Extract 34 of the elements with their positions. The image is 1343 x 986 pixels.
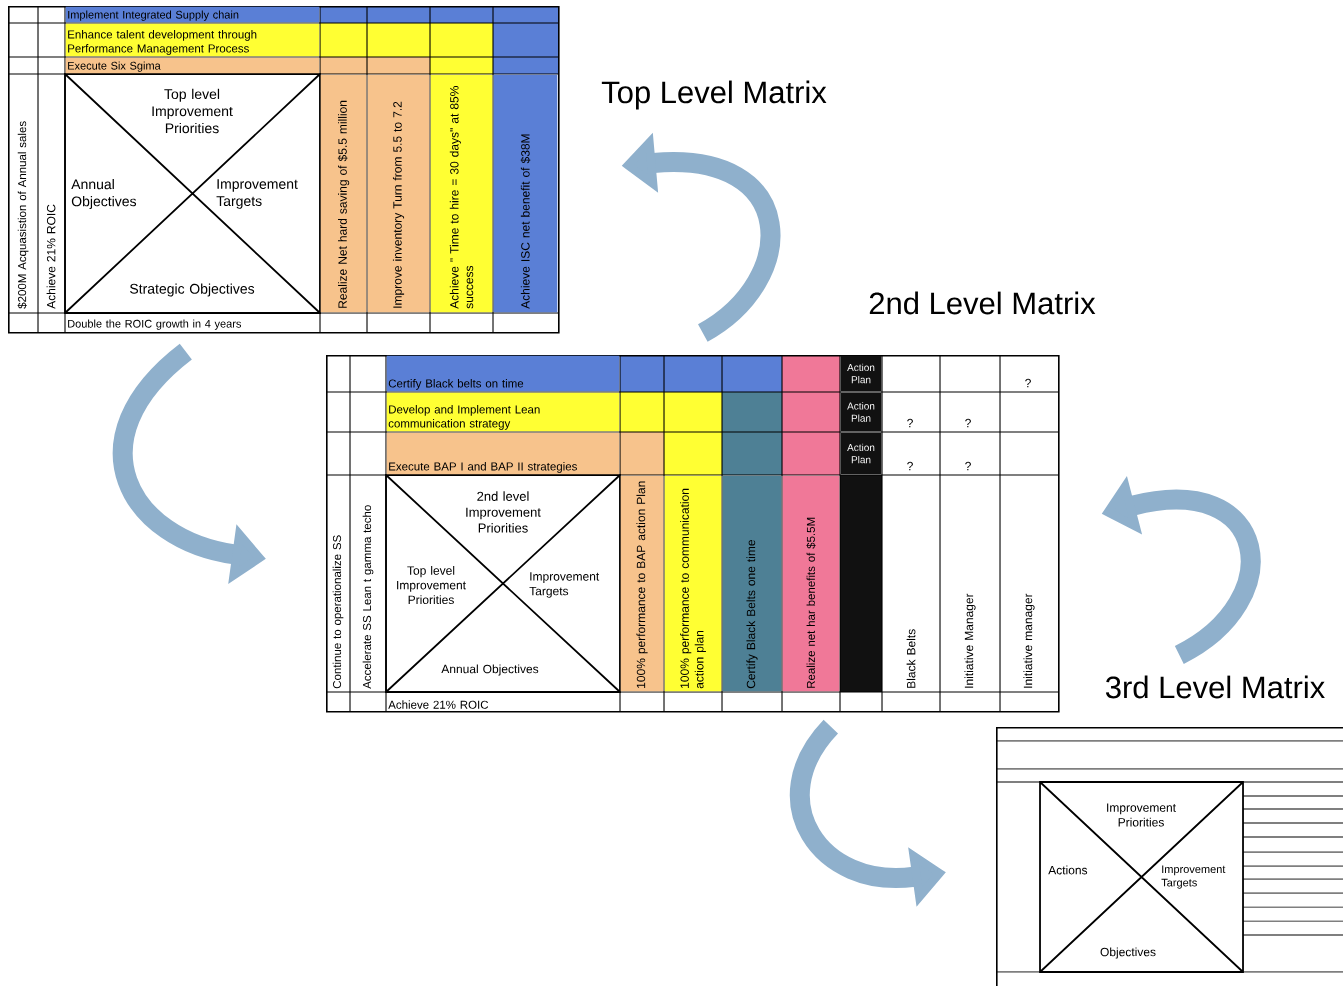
matrix-title: 2nd Level Matrix	[869, 291, 1096, 315]
table-cell: Action Plan	[840, 432, 882, 475]
quadrant-label: Objectives	[1100, 947, 1156, 959]
column-label: Continue to operationalize SS	[332, 535, 344, 689]
question-mark: ?	[907, 461, 913, 471]
table-cell: Action Plan	[840, 392, 882, 432]
question-mark: ?	[907, 418, 913, 428]
quadrant-label: Top level Improvement Priorities	[152, 88, 233, 134]
question-mark: ?	[1025, 378, 1031, 388]
column-label: Initiative manager	[1023, 593, 1035, 688]
quadrant-label: Top level Improvement Priorities	[397, 565, 466, 605]
column-label: Initiative Manager	[964, 593, 976, 688]
quadrant-label: 2nd level Improvement Priorities	[466, 491, 541, 533]
question-mark: ?	[965, 418, 971, 428]
quadrant-label: Actions	[1048, 865, 1088, 875]
matrix-title: Top Level Matrix	[601, 80, 827, 110]
column-label: Achieve 21% ROIC	[46, 204, 56, 309]
quadrant-label: Improvement Targets	[1161, 865, 1226, 889]
quadrant-label: Annual Objectives	[441, 664, 539, 676]
row-label: Double the ROIC growth in 4 years	[68, 319, 241, 330]
table-cell: Certify Black belts on time	[386, 355, 620, 392]
table-cell: Enhance talent development through Performance Management Process	[65, 23, 320, 57]
table-cell: Realize net har benefits of $5.5M	[782, 475, 840, 692]
matrix-title: 3rd Level Matrix	[1105, 675, 1325, 699]
quadrant-label: Annual Objectives	[71, 178, 137, 210]
question-mark: ?	[965, 461, 971, 471]
row-label: Achieve 21% ROIC	[388, 700, 489, 709]
quadrant-label: Strategic Objectives	[130, 283, 255, 297]
column-label: $200M Acquasistion of Annual sales	[17, 121, 29, 309]
column-label: Accelerate SS Lean t gamma techo	[362, 505, 374, 689]
quadrant-label: Improvement Priorities	[1107, 803, 1176, 827]
quadrant-label: Improvement Targets	[216, 179, 298, 209]
column-label: Black Belts	[906, 629, 916, 688]
quadrant-label: Improvement Targets	[529, 572, 600, 598]
